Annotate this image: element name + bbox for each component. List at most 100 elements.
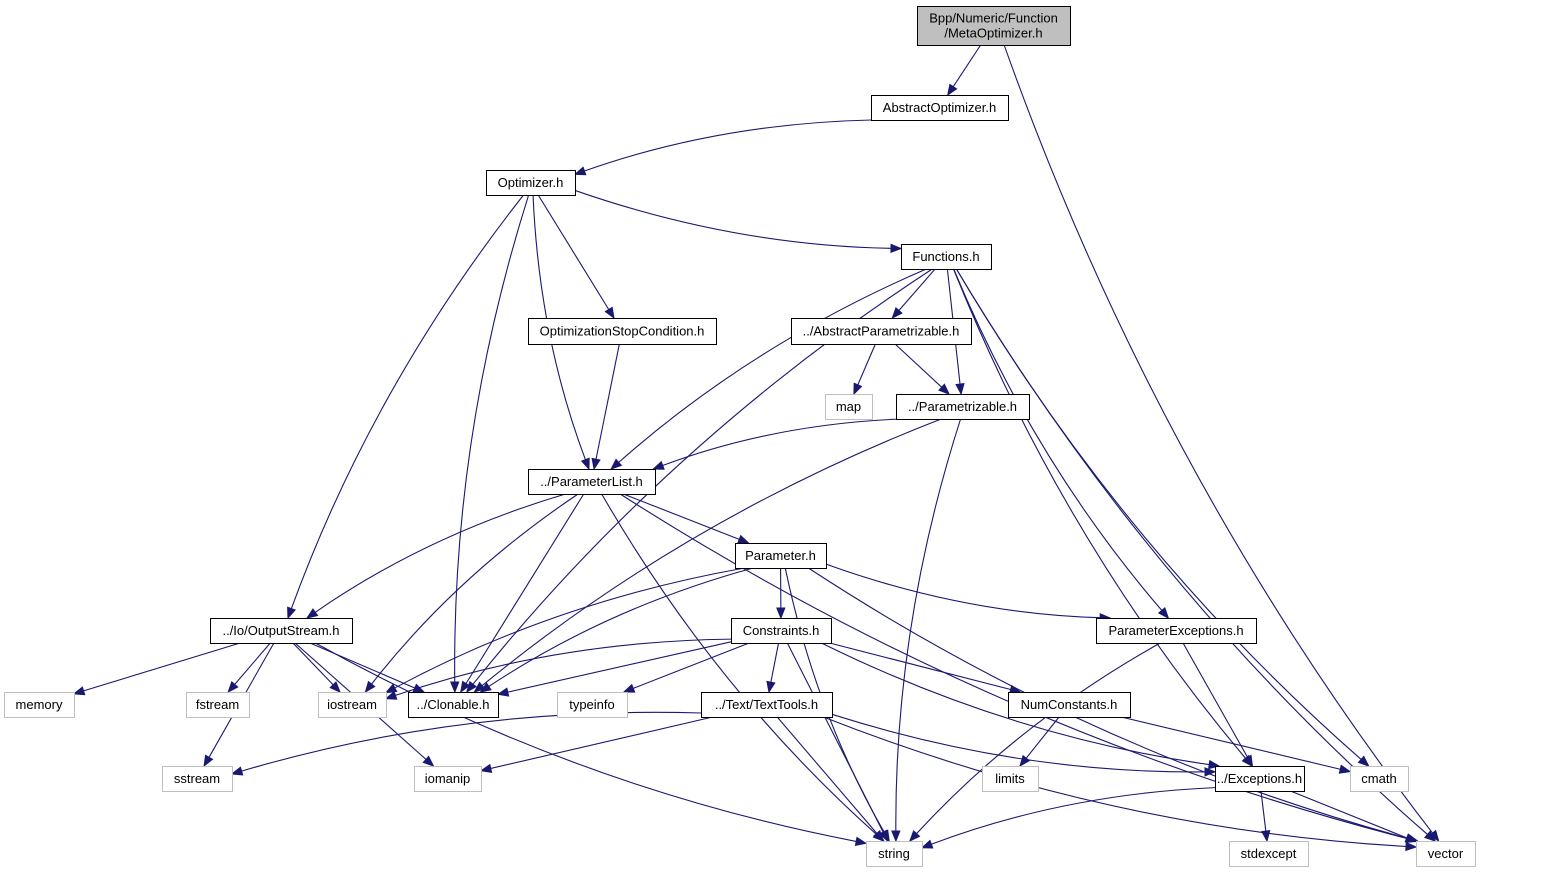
node-label: ../Parametrizable.h [908,399,1017,414]
node-box [414,766,482,792]
node-abstractoptimizer[interactable]: AbstractOptimizer.h [871,95,1009,121]
node-label: fstream [196,697,239,712]
node-label: string [878,846,910,861]
node-label: Optimizer.h [498,175,564,190]
edge-functions-to-cmath [955,268,1362,760]
edge-paramexceptions-to-exceptions [1182,642,1249,758]
arrowhead-texttools-to-vector [1405,841,1418,852]
arrowhead-optimizer-to-outputstream [287,606,297,620]
node-label: ParameterExceptions.h [1108,623,1243,638]
edge-texttools-to-vector [823,716,1407,848]
arrowhead-exceptions-to-string [920,839,934,849]
arrowhead-parameterlist-to-clonable [460,680,471,694]
edge-optimizer-to-clonable [454,194,530,683]
node-box [982,766,1039,792]
node-box [557,692,628,718]
node-iostream: iostream [318,692,387,718]
edge-parameter-to-vector [808,567,1409,839]
node-parameterlist[interactable]: ../ParameterList.h [528,469,656,495]
arrowhead-texttools-to-exceptions [1204,767,1217,777]
arrowhead-root-to-abstractoptimizer [946,83,958,97]
arrowhead-optimizer-to-clonable [449,681,460,694]
arrowhead-outputstream-to-iostream [329,681,341,693]
arrowhead-parametrizable-to-string [891,830,901,843]
node-box [735,543,827,569]
edge-constraints-to-iostream [395,638,732,696]
node-box [825,394,873,420]
node-label: ../AbstractParametrizable.h [803,324,960,339]
node-optimizer[interactable]: Optimizer.h [486,170,576,196]
arrowhead-texttools-to-string [872,829,885,843]
edge-functions-to-vector [955,268,1428,835]
arrowhead-parameter-to-clonable [479,682,492,693]
node-vector: vector [1416,841,1476,867]
node-box [4,692,75,718]
node-label: iomanip [425,771,471,786]
edge-parameterlist-to-iostream [371,493,579,685]
node-label: typeinfo [569,697,615,712]
node-functions[interactable]: Functions.h [901,244,992,270]
node-numconstants[interactable]: NumConstants.h [1008,692,1131,718]
arrowhead-exceptions-to-vector [1404,833,1418,843]
node-clonable[interactable]: ../Clonable.h [408,692,499,718]
node-box [1008,692,1131,718]
edge-root-to-vector [1003,44,1433,834]
edge-constraints-to-texttools [770,642,780,683]
arrowhead-outputstream-to-string [854,836,868,846]
nodes-layer: Bpp/Numeric/Function/MetaOptimizer.hAbst… [4,6,1476,867]
node-box [1350,766,1409,792]
edge-functions-to-paramexceptions [953,268,1163,611]
node-abstractparam[interactable]: ../AbstractParametrizable.h [791,318,972,345]
edge-texttools-to-string [776,716,878,834]
edge-optimizer-to-outputstream [290,194,524,609]
arrowhead-optimizer-to-parameterlist [580,457,590,471]
node-label: sstream [174,771,220,786]
node-label: ../ParameterList.h [540,474,643,489]
edge-constraints-to-numconstants [829,642,1011,691]
edge-parameter-to-iostream [394,567,745,689]
node-label: ../Clonable.h [417,697,490,712]
edge-outputstream-to-fstream [234,642,271,685]
node-sstream: sstream [162,766,233,792]
edge-abstractoptimizer-to-optimizer [584,119,872,172]
arrowhead-functions-to-paramexceptions [1157,606,1170,620]
arrowhead-parameterlist-to-parameter [737,534,750,544]
node-label: vector [1428,846,1464,861]
arrowhead-parametrizable-to-clonable [473,681,486,693]
node-constraints[interactable]: Constraints.h [731,618,832,644]
edge-texttools-to-exceptions [831,713,1206,773]
node-texttools[interactable]: ../Text/TextTools.h [701,692,833,718]
arrowhead-constraints-to-texttools [766,680,776,694]
node-paramexceptions[interactable]: ParameterExceptions.h [1096,618,1257,644]
node-root[interactable]: Bpp/Numeric/Function/MetaOptimizer.h [917,6,1071,46]
arrowhead-texttools-to-sstream [230,766,244,776]
edge-parametrizable-to-clonable [481,418,942,687]
node-box [318,692,387,718]
node-label: iostream [327,697,377,712]
node-box [1215,766,1305,792]
arrowhead-constraints-to-typeinfo [622,683,636,693]
node-box [917,6,1071,46]
arrowhead-paramexceptions-to-exceptions [1243,754,1254,768]
node-box [896,394,1030,420]
arrowhead-functions-to-abstractparam [891,306,903,320]
node-optstop[interactable]: OptimizationStopCondition.h [528,318,717,345]
arrowhead-parameterlist-to-outputstream [305,608,319,619]
node-label: ../Text/TextTools.h [715,697,818,712]
edge-parameterlist-to-clonable [465,493,585,684]
edge-root-to-abstractoptimizer [952,44,982,87]
arrowhead-outputstream-to-fstream [227,680,239,694]
node-parametrizable[interactable]: ../Parametrizable.h [896,394,1030,420]
node-outputstream[interactable]: ../Io/OutputStream.h [210,618,353,644]
node-fstream: fstream [186,692,250,718]
edge-outputstream-to-string [315,642,857,842]
edge-numconstants-to-cmath [1121,716,1341,770]
node-label: map [836,399,861,414]
edge-functions-to-abstractparam [898,268,936,311]
arrowhead-optstop-to-parameterlist [591,457,601,471]
edge-optimizer-to-functions [574,189,892,249]
node-parameter[interactable]: Parameter.h [735,543,827,569]
edge-parametrizable-to-string [895,418,962,832]
node-exceptions[interactable]: ../Exceptions.h [1215,766,1305,792]
